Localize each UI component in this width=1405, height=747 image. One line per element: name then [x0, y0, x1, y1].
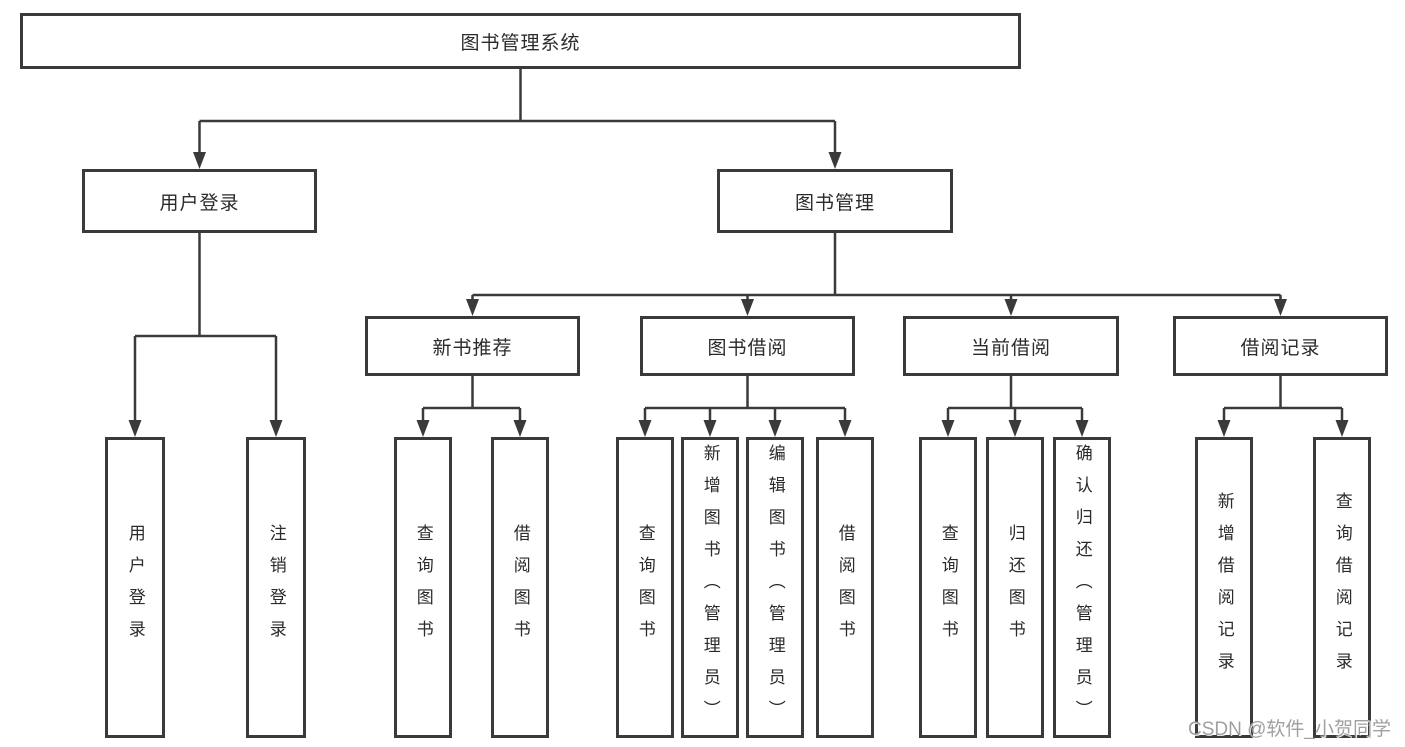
csdn-watermark: CSDN @软件_小贺同学 [1188, 719, 1391, 740]
node-label: 归还图书 [1005, 523, 1025, 652]
node-label: 确认归还（管理员） [1072, 443, 1092, 732]
node-label: 用户登录 [125, 523, 145, 652]
leaf-edit-books-admin: 编辑图书（管理员） [746, 437, 804, 738]
leaf-add-books-admin: 新增图书（管理员） [681, 437, 739, 738]
node-label: 借阅图书 [510, 523, 530, 652]
node-label: 注销登录 [266, 523, 286, 652]
node-new-book-recommend: 新书推荐 [365, 316, 580, 376]
node-label: 查询图书 [938, 523, 958, 652]
node-borrowing-records: 借阅记录 [1173, 316, 1388, 376]
leaf-confirm-return-admin: 确认归还（管理员） [1053, 437, 1111, 738]
node-user-login: 用户登录 [82, 169, 317, 233]
node-label: 当前借阅 [970, 337, 1051, 359]
leaf-return-books: 归还图书 [986, 437, 1044, 738]
leaf-borrow-books: 借阅图书 [816, 437, 874, 738]
node-label: 编辑图书（管理员） [765, 443, 785, 732]
leaf-borrow-books-recommend: 借阅图书 [491, 437, 549, 738]
leaf-user-login: 用户登录 [105, 437, 165, 738]
leaf-add-borrow-record: 新增借阅记录 [1195, 437, 1253, 738]
node-label: 查询图书 [413, 523, 433, 652]
leaf-query-borrow-record: 查询借阅记录 [1313, 437, 1371, 738]
node-current-borrowing: 当前借阅 [903, 316, 1119, 376]
node-label: 查询借阅记录 [1332, 491, 1352, 684]
leaf-query-books-current: 查询图书 [919, 437, 977, 738]
node-label: 借阅记录 [1240, 337, 1321, 359]
node-book-management: 图书管理 [717, 169, 953, 233]
node-label: 新书推荐 [432, 337, 513, 359]
node-label: 借阅图书 [835, 523, 855, 652]
leaf-logout: 注销登录 [246, 437, 306, 738]
node-label: 查询图书 [635, 523, 655, 652]
leaf-query-books-borrow: 查询图书 [616, 437, 674, 738]
node-label: 图书管理系统 [460, 32, 581, 54]
node-label: 新增借阅记录 [1214, 491, 1234, 684]
node-label: 用户登录 [159, 192, 240, 214]
node-book-borrowing: 图书借阅 [640, 316, 855, 376]
node-label: 图书借阅 [707, 337, 788, 359]
node-label: 图书管理 [794, 192, 875, 214]
node-library-system-root: 图书管理系统 [20, 13, 1021, 69]
node-label: 新增图书（管理员） [700, 443, 720, 732]
leaf-query-books-recommend: 查询图书 [394, 437, 452, 738]
